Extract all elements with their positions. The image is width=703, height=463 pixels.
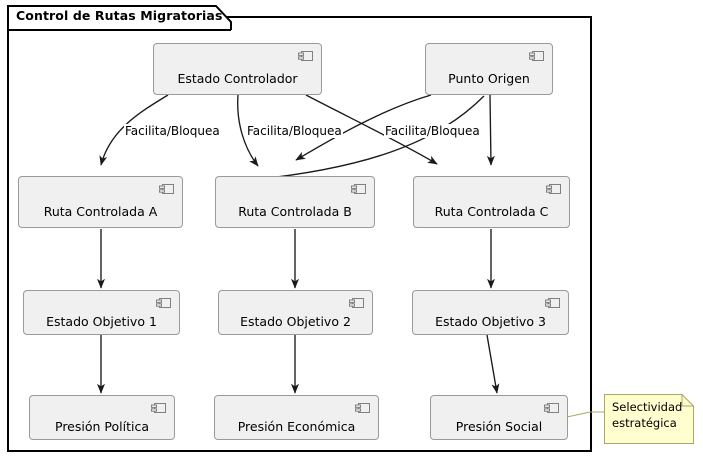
component-icon [156,298,171,308]
component-icon [355,403,370,413]
component-icon [529,51,544,61]
component-estado-objetivo-2[interactable]: Estado Objetivo 2 [218,290,373,335]
edge-po-to-ruta-b-upper [295,94,432,161]
component-punto-origen[interactable]: Punto Origen [425,43,553,95]
component-presion-politica[interactable]: Presión Política [29,395,175,440]
component-estado-controlador[interactable]: Estado Controlador [153,43,322,95]
edge-label-facilita-bloquea-3: Facilita/Bloquea [384,124,481,138]
component-label: Estado Controlador [177,71,298,86]
component-icon [545,298,560,308]
component-label: Estado Objetivo 2 [240,314,351,329]
component-ruta-controlada-c[interactable]: Ruta Controlada C [413,176,570,228]
component-estado-objetivo-1[interactable]: Estado Objetivo 1 [23,290,180,335]
component-label: Presión Económica [237,419,356,434]
note-line-2: estratégica [612,416,677,430]
note-connector [566,411,604,418]
component-label: Presión Social [455,419,543,434]
component-label: Estado Objetivo 1 [46,314,157,329]
component-ruta-controlada-b[interactable]: Ruta Controlada B [215,176,375,228]
component-label: Presión Política [55,419,149,434]
component-label: Estado Objetivo 3 [435,314,546,329]
component-label: Ruta Controlada C [434,204,549,219]
note-shape [604,394,694,444]
component-ruta-controlada-a[interactable]: Ruta Controlada A [18,176,183,228]
component-icon [159,184,174,194]
component-icon [151,403,166,413]
edge-po-to-ruta-c [486,94,495,166]
edge-obj-3-to-presion-social [486,334,500,394]
component-icon [546,184,561,194]
component-icon [544,403,559,413]
edge-ec-to-ruta-c [305,94,438,165]
note-text: Selectividad estratégica [612,399,692,431]
component-icon [351,184,366,194]
edge-label-facilita-bloquea-1: Facilita/Bloquea [124,124,221,138]
component-estado-objetivo-3[interactable]: Estado Objetivo 3 [412,290,569,335]
note-selectividad-estrategica[interactable]: Selectividad estratégica [604,394,694,444]
edge-ec-to-ruta-b [237,94,259,167]
component-label: Punto Origen [448,71,530,86]
edge-ec-to-ruta-a [99,94,169,166]
edge-label-facilita-bloquea-2: Facilita/Bloquea [246,124,343,138]
edge-po-to-ruta-b [215,95,485,187]
note-line-1: Selectividad [612,400,683,414]
component-label: Ruta Controlada B [238,204,352,219]
component-presion-economica[interactable]: Presión Económica [214,395,379,440]
component-label: Ruta Controlada A [43,204,158,219]
package-tab-shape [7,5,232,31]
package-title: Control de Rutas Migratorias [16,8,223,23]
component-presion-social[interactable]: Presión Social [430,395,568,440]
component-icon [298,51,313,61]
component-icon [349,298,364,308]
